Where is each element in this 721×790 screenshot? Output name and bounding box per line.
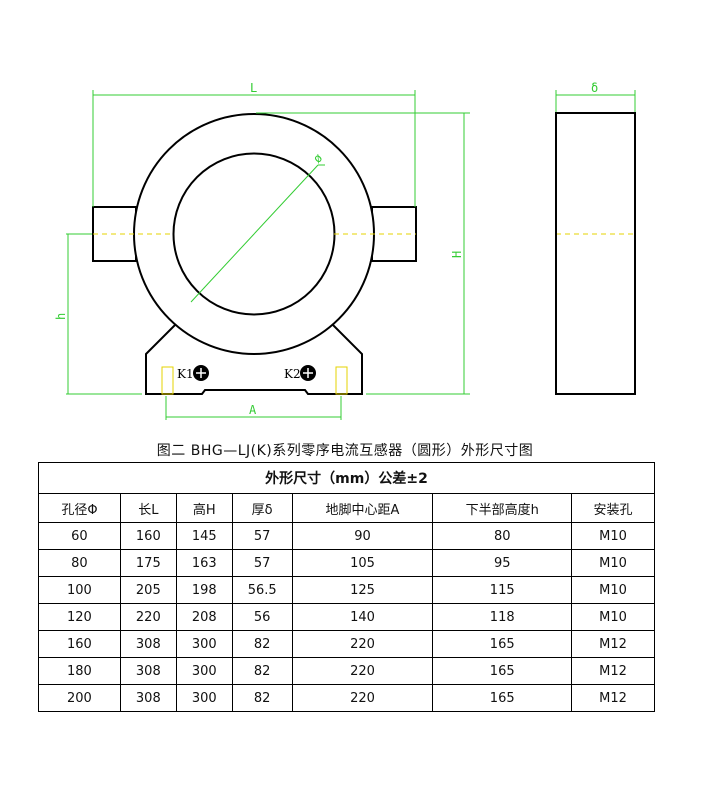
table-cell: 220 — [291, 630, 434, 658]
table-cell: 56 — [231, 603, 293, 631]
column-header: 地脚中心距A — [291, 493, 434, 523]
terminals: K1 K2 — [177, 365, 316, 381]
table-cell: 80 — [38, 549, 121, 577]
table-cell: 118 — [432, 603, 573, 631]
table-cell: 82 — [231, 657, 293, 685]
table-cell: M12 — [571, 657, 655, 685]
table-cell: 82 — [231, 630, 293, 658]
table-cell: 220 — [291, 684, 434, 712]
table-cell: 220 — [119, 603, 177, 631]
table-cell: 120 — [38, 603, 121, 631]
table-cell: 300 — [175, 684, 233, 712]
table-cell: 105 — [291, 549, 434, 577]
table-cell: 60 — [38, 522, 121, 550]
table-cell: 308 — [119, 657, 177, 685]
transformer-dimension-drawing: K1 K2 L H h A ø δ — [54, 81, 636, 420]
column-header: 安装孔 — [571, 493, 655, 523]
table-cell: 100 — [38, 576, 121, 604]
dim-label-H: H — [450, 251, 464, 258]
table-cell: 220 — [291, 657, 434, 685]
centerlines — [93, 233, 635, 395]
table-cell: 90 — [291, 522, 434, 550]
column-header: 厚δ — [231, 493, 293, 523]
table-cell: 205 — [119, 576, 177, 604]
column-header: 孔径Φ — [38, 493, 121, 523]
column-header: 高H — [175, 493, 233, 523]
table-cell: M10 — [571, 603, 655, 631]
table-cell: 300 — [175, 630, 233, 658]
table-cell: 165 — [432, 657, 573, 685]
table-cell: 80 — [432, 522, 573, 550]
table-cell: 115 — [432, 576, 573, 604]
table-cell: 300 — [175, 657, 233, 685]
table-cell: 198 — [175, 576, 233, 604]
dim-label-A: A — [249, 403, 257, 417]
front-view — [92, 113, 417, 395]
column-header: 下半部高度h — [432, 493, 573, 523]
table-cell: 140 — [291, 603, 434, 631]
table-cell: 57 — [231, 549, 293, 577]
figure-caption: 图二 BHG—LJ(K)系列零序电流互感器（圆形）外形尺寸图 — [156, 443, 534, 459]
table-cell: 180 — [38, 657, 121, 685]
table-cell: 308 — [119, 684, 177, 712]
table-cell: 160 — [38, 630, 121, 658]
mount-hole-right — [335, 366, 348, 395]
table-cell: 95 — [432, 549, 573, 577]
table-cell: M10 — [571, 576, 655, 604]
table-cell: 160 — [119, 522, 177, 550]
label-k1: K1 — [177, 367, 194, 381]
table-cell: 175 — [119, 549, 177, 577]
table-title: 外形尺寸（mm）公差±2 — [38, 462, 655, 494]
dimension-lines — [66, 90, 636, 420]
table-cell: 208 — [175, 603, 233, 631]
table-cell: 56.5 — [231, 576, 293, 604]
table-cell: 165 — [432, 684, 573, 712]
side-view — [555, 112, 636, 395]
dim-label-h: h — [54, 313, 68, 320]
table-cell: M12 — [571, 630, 655, 658]
column-header: 长L — [119, 493, 177, 523]
dim-label-L: L — [250, 81, 257, 95]
table-cell: 200 — [38, 684, 121, 712]
table-cell: M12 — [571, 684, 655, 712]
table-cell: 57 — [231, 522, 293, 550]
mount-hole-left — [161, 366, 174, 395]
table-cell: 145 — [175, 522, 233, 550]
label-k2: K2 — [284, 367, 301, 381]
table-cell: 82 — [231, 684, 293, 712]
table-cell: M10 — [571, 522, 655, 550]
table-cell: 165 — [432, 630, 573, 658]
table-cell: 308 — [119, 630, 177, 658]
table-cell: 163 — [175, 549, 233, 577]
table-cell: M10 — [571, 549, 655, 577]
table-cell: 125 — [291, 576, 434, 604]
dim-label-delta: δ — [591, 81, 598, 95]
